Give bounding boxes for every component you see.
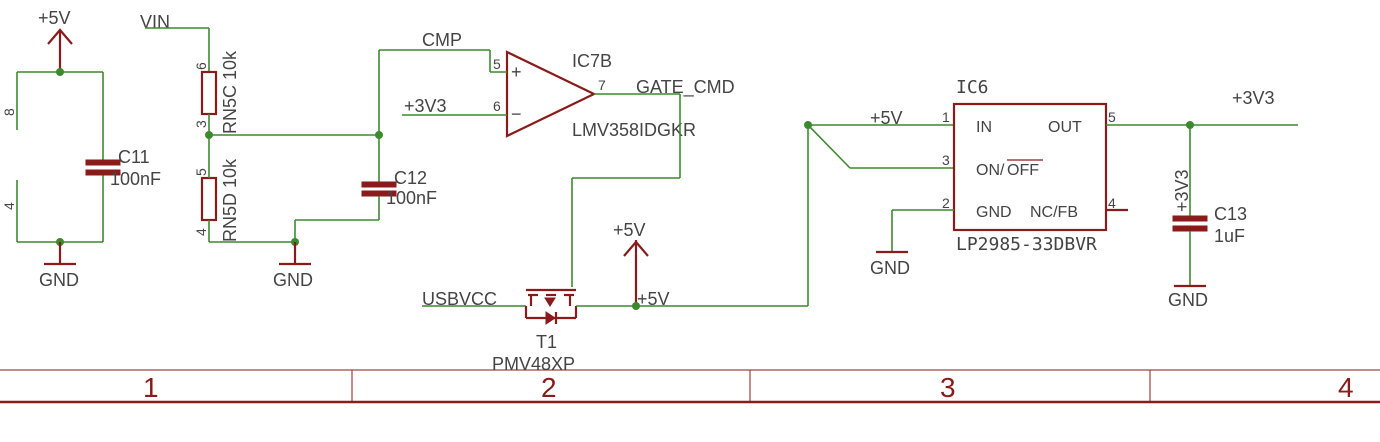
ic6-pin-3: 3 [942, 152, 950, 168]
ic6-pin-4: 4 [1108, 195, 1116, 211]
c13-name: C13 [1214, 204, 1247, 224]
c11-gnd-label: GND [39, 270, 79, 290]
t1-supply-label: +5V [613, 220, 646, 240]
c11-supply-label: +5V [38, 8, 71, 28]
t1-part: PMV48XP [492, 354, 575, 374]
ic7b-opamp: 5 + +3V3 6 − 7 IC7B LMV358IDGKR GATE_CMD [402, 50, 735, 287]
rn5d-label: RN5D 10k [220, 158, 240, 242]
c13-block: +3V3 C13 1uF GND [1168, 125, 1247, 310]
vin-label: VIN [140, 12, 170, 32]
zone-3: 3 [940, 372, 956, 403]
ic6-off-label: OFF [1007, 162, 1039, 179]
ic6-on-label: ON/ [976, 162, 1005, 179]
c11-block: +5V 8 4 C11 100nF GND [1, 8, 161, 290]
rn5d-pin-5: 5 [193, 168, 209, 176]
rn5d-pin-4: 4 [193, 228, 209, 236]
net-5v-b-label: +5V [637, 289, 670, 309]
c13-value: 1uF [1214, 226, 1245, 246]
ic6-gnd-label: GND [870, 258, 910, 278]
drawing-frame: 1 2 3 4 [0, 369, 1380, 404]
ic6-name: IC6 [956, 77, 989, 98]
zone-4: 4 [1338, 372, 1354, 403]
c11-pin-top: 8 [1, 108, 17, 116]
opamp-plus: + [511, 62, 522, 82]
c12-value: 100nF [386, 188, 437, 208]
cmp-net-label: CMP [422, 30, 462, 50]
t1-mosfet: USBVCC T1 PMV48XP +5V +5V [422, 220, 808, 374]
ic6-ncfb-label: NC/FB [1030, 204, 1078, 221]
opamp-pin-5: 5 [493, 56, 501, 72]
ic7b-name: IC7B [572, 51, 612, 71]
c12-name: C12 [394, 168, 427, 188]
divider-gnd-label: GND [273, 270, 313, 290]
c11-value: 100nF [110, 169, 161, 189]
ic6-pin-5: 5 [1108, 109, 1116, 125]
ic6-out-label: OUT [1048, 119, 1082, 136]
opamp-pin-7: 7 [598, 77, 606, 93]
rn5c-pin-3: 3 [193, 120, 209, 128]
opamp-3v3-label: +3V3 [404, 96, 447, 116]
ic6-ldo: +5V IC6 LP2985-33DBVR 1 3 2 5 4 IN OUT O… [804, 77, 1298, 306]
ic6-in-label: IN [976, 119, 992, 136]
t1-name: T1 [536, 332, 557, 352]
ic6-gnd-pin-label: GND [976, 204, 1012, 221]
usbvcc-label: USBVCC [422, 289, 497, 309]
out-3v3-label: +3V3 [1232, 88, 1275, 108]
divider-block: VIN 6 3 RN5C 10k 5 4 RN5D 10k GND C12 [140, 12, 491, 290]
gate-cmd-label: GATE_CMD [636, 77, 735, 98]
ic6-part: LP2985-33DBVR [956, 234, 1097, 255]
c13-3v3-label: +3V3 [1172, 169, 1192, 212]
zone-2: 2 [541, 372, 557, 403]
c11-pin-bot: 4 [1, 202, 17, 210]
opamp-pin-6: 6 [493, 98, 501, 114]
rn5c-label: RN5C 10k [220, 50, 240, 134]
c13-gnd-label: GND [1168, 290, 1208, 310]
zone-1: 1 [143, 372, 159, 403]
opamp-minus: − [511, 104, 522, 124]
ic7b-part: LMV358IDGKR [572, 120, 696, 140]
net-5v-a-label: +5V [870, 108, 903, 128]
c11-name: C11 [118, 147, 150, 167]
rn5c-pin-6: 6 [193, 62, 209, 70]
ic6-pin-1: 1 [942, 109, 950, 125]
ic6-pin-2: 2 [942, 195, 950, 211]
